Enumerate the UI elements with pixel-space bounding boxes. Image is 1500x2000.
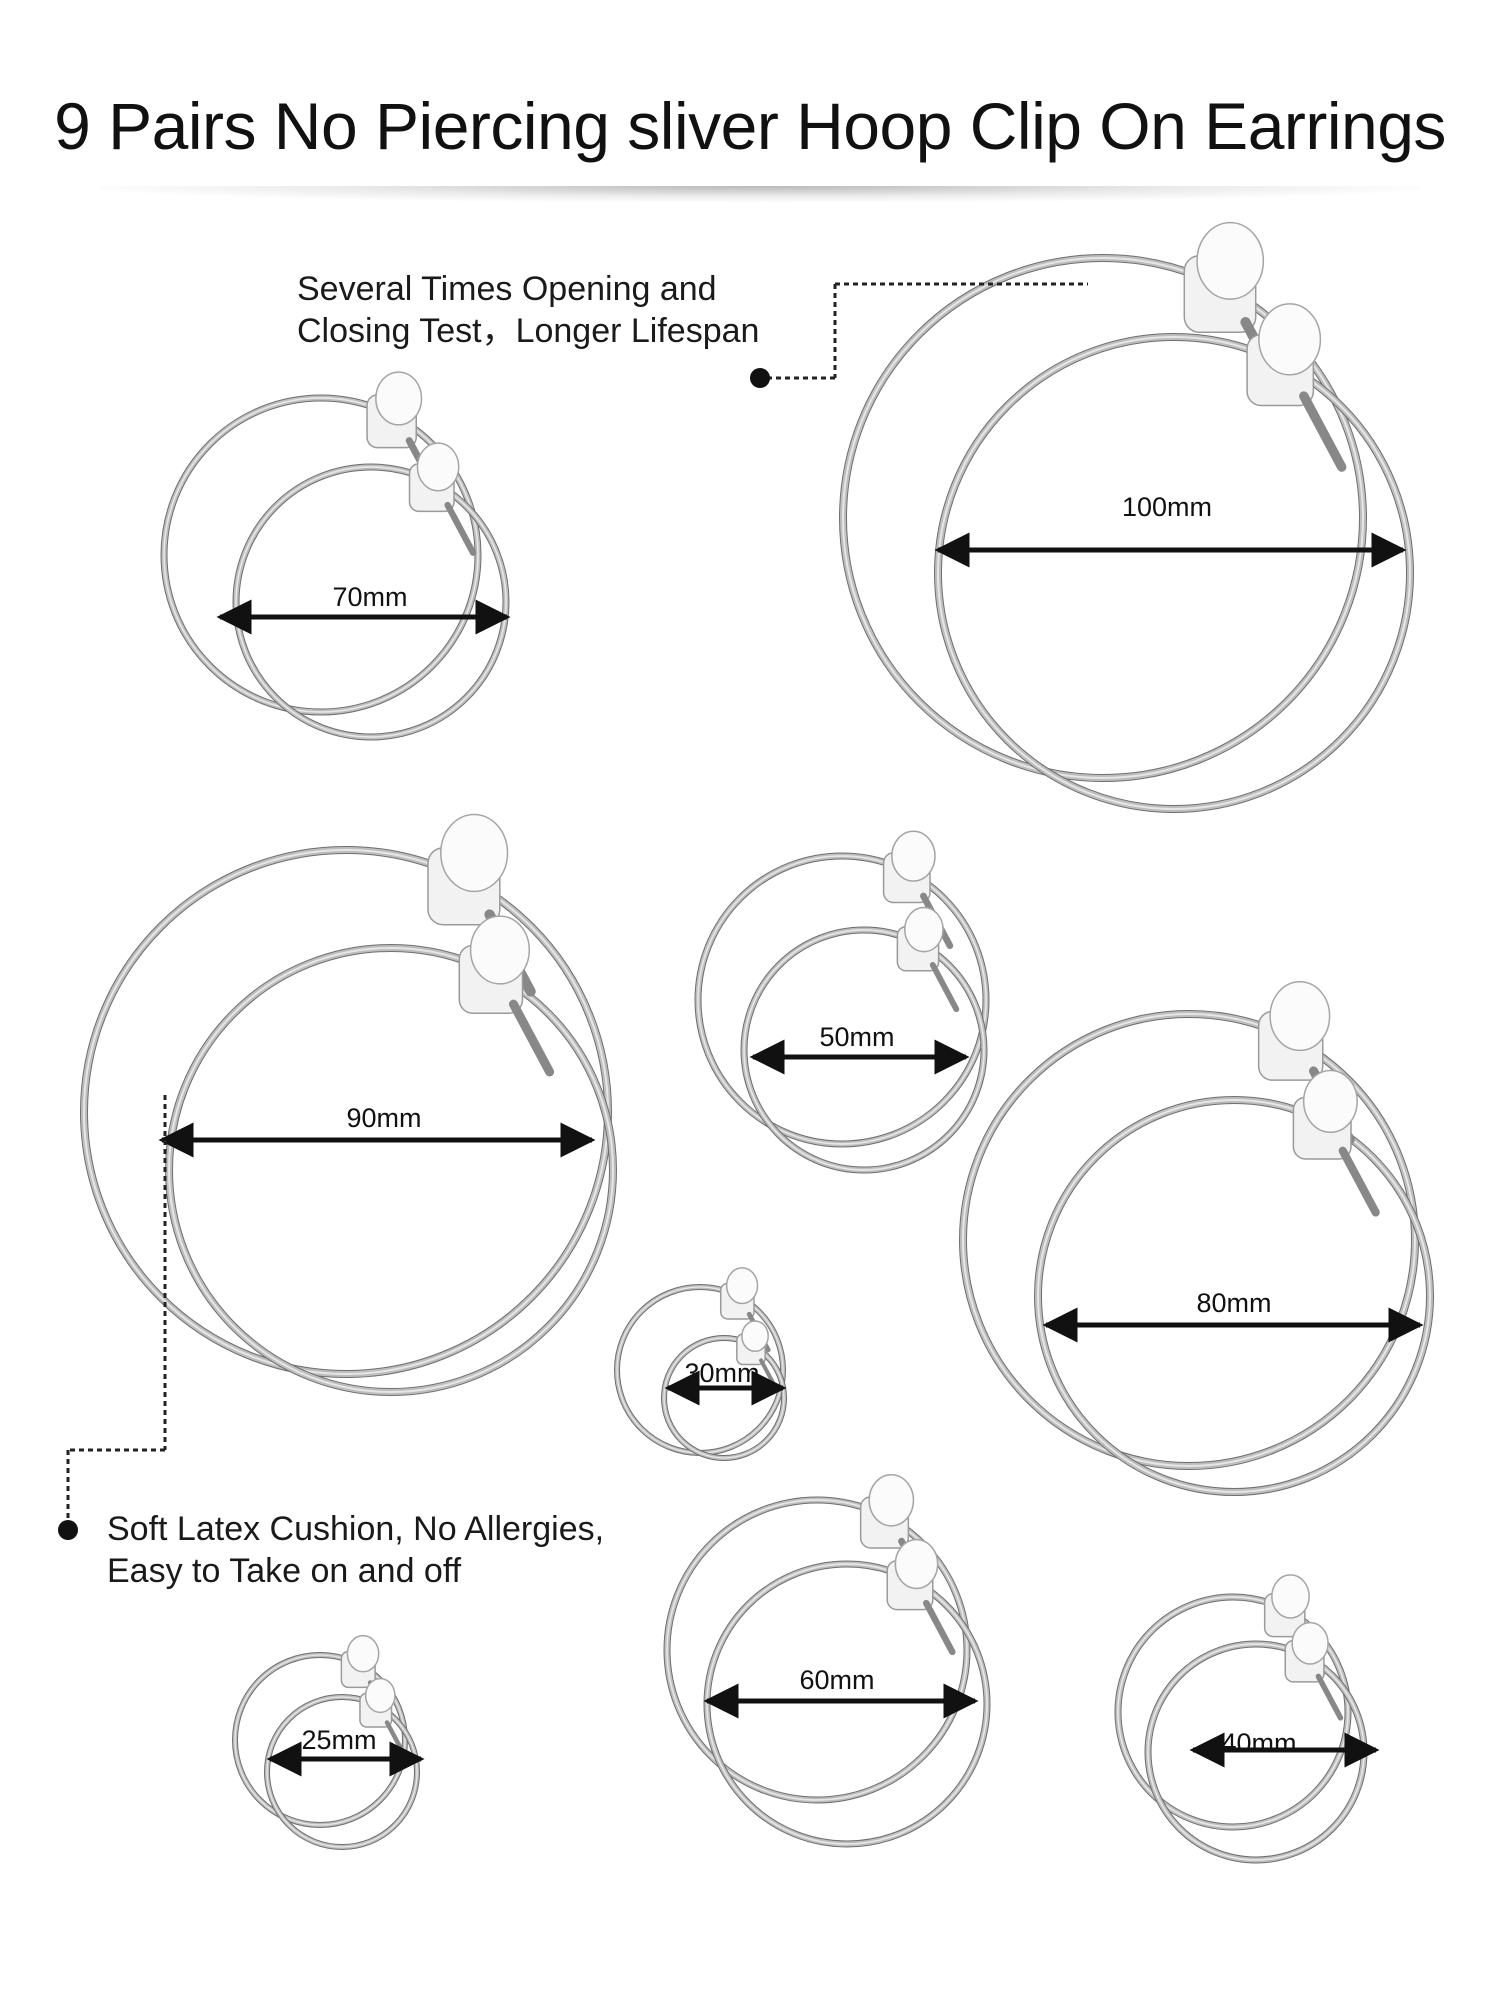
size-label-80mm: 80mm	[1196, 1288, 1272, 1318]
callout-lifespan-line2: Closing Test，Longer Lifespan	[297, 312, 760, 350]
hoop-pair-60mm	[663, 1473, 991, 1848]
size-label-40mm: 40mm	[1221, 1728, 1297, 1758]
hoop-pair-100mm	[839, 221, 1414, 813]
hoop-pair-70mm	[160, 371, 511, 741]
size-label-60mm: 60mm	[799, 1665, 875, 1695]
page-title: 9 Pairs No Piercing sliver Hoop Clip On …	[54, 89, 1446, 163]
size-label-30mm: 30mm	[684, 1358, 760, 1388]
hoop-pair-40mm	[1114, 1574, 1380, 1864]
title-divider	[100, 186, 1420, 202]
size-label-70mm: 70mm	[332, 582, 408, 612]
hoop-pair-80mm	[959, 981, 1434, 1496]
callout-cushion-line1: Soft Latex Cushion, No Allergies,	[107, 1510, 605, 1548]
hoop-pair-25mm	[232, 1634, 425, 1850]
hoop-pair-50mm	[694, 830, 990, 1174]
callout-cushion-line2: Easy to Take on and off	[107, 1552, 462, 1590]
callout-cushion: Soft Latex Cushion, No Allergies, Easy t…	[107, 1508, 604, 1592]
hoop-pair-30mm	[614, 1267, 787, 1461]
callout-lifespan-line1: Several Times Opening and	[297, 270, 717, 308]
callout-lifespan: Several Times Opening and Closing Test，L…	[297, 268, 759, 352]
size-label-25mm: 25mm	[301, 1725, 377, 1755]
size-label-90mm: 90mm	[346, 1103, 422, 1133]
hoop-pair-90mm	[80, 813, 617, 1396]
size-label-100mm: 100mm	[1121, 492, 1213, 522]
top-callout-dot	[750, 368, 770, 388]
callout-leaders	[58, 282, 1088, 1540]
bottom-callout-dot	[58, 1520, 78, 1540]
size-label-50mm: 50mm	[819, 1022, 895, 1052]
